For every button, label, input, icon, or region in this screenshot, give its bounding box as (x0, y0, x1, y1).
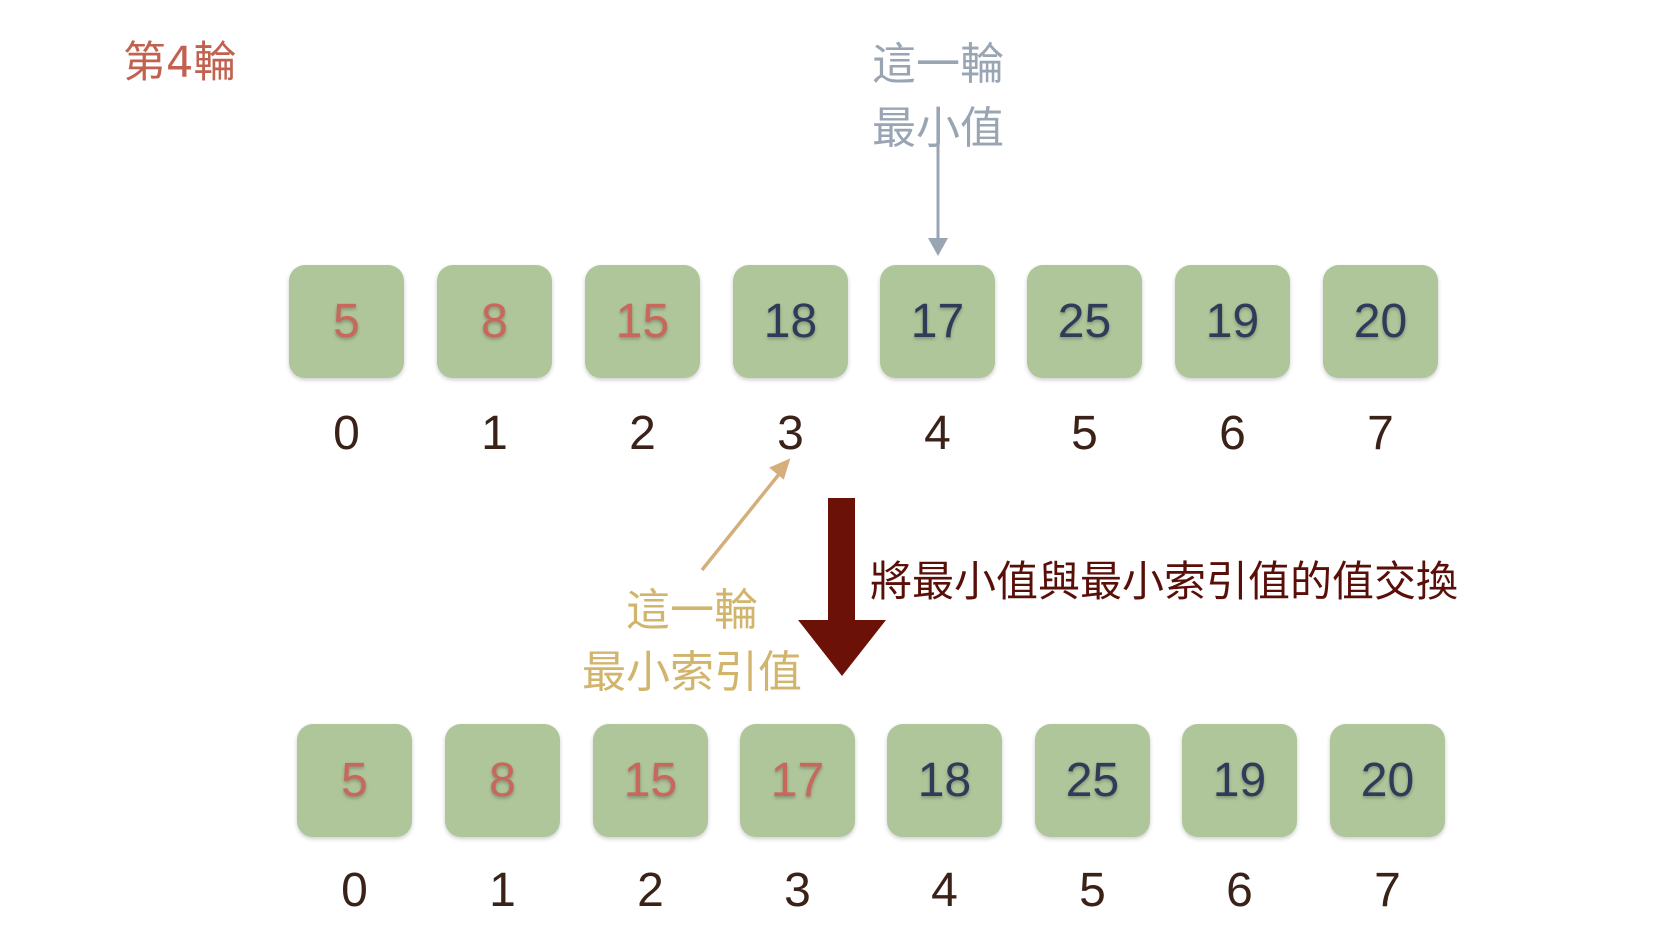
array-index: 6 (1219, 407, 1246, 460)
array-cell: 15 (593, 724, 708, 837)
array-index: 3 (784, 864, 811, 917)
round-title: 第4輪 (123, 38, 237, 88)
array-cell: 20 (1330, 724, 1445, 837)
array-cell: 17 (880, 265, 995, 378)
array-cell: 25 (1035, 724, 1150, 837)
array-index: 2 (629, 407, 656, 460)
array-cell: 18 (733, 265, 848, 378)
array-cell: 20 (1323, 265, 1438, 378)
min-value-label-line1: 這一輪 (872, 39, 1004, 90)
array-index: 7 (1374, 864, 1401, 917)
array-index: 4 (931, 864, 958, 917)
array-index: 0 (341, 864, 368, 917)
array-cell: 17 (740, 724, 855, 837)
array-cell: 8 (445, 724, 560, 837)
swap-arrow (798, 498, 886, 676)
array-cell: 5 (289, 265, 404, 378)
array-index: 3 (777, 407, 804, 460)
array-index: 1 (489, 864, 516, 917)
array-index: 6 (1226, 864, 1253, 917)
array-cell: 5 (297, 724, 412, 837)
array-index: 4 (924, 407, 951, 460)
min-value-arrow (928, 145, 948, 256)
array-index: 0 (333, 407, 360, 460)
array-cell: 8 (437, 265, 552, 378)
array-index: 1 (481, 407, 508, 460)
min-index-label-line2: 最小索引值 (582, 647, 802, 698)
array-cell: 18 (887, 724, 1002, 837)
min-index-label-line1: 這一輪 (626, 585, 758, 636)
min-index-arrow (700, 458, 791, 572)
array-cell: 19 (1182, 724, 1297, 837)
array-index: 2 (637, 864, 664, 917)
array-cell: 25 (1027, 265, 1142, 378)
array-cell: 19 (1175, 265, 1290, 378)
array-cell: 15 (585, 265, 700, 378)
array-index: 7 (1367, 407, 1394, 460)
swap-label: 將最小值與最小索引值的值交換 (870, 557, 1459, 606)
array-index: 5 (1079, 864, 1106, 917)
array-index: 5 (1071, 407, 1098, 460)
